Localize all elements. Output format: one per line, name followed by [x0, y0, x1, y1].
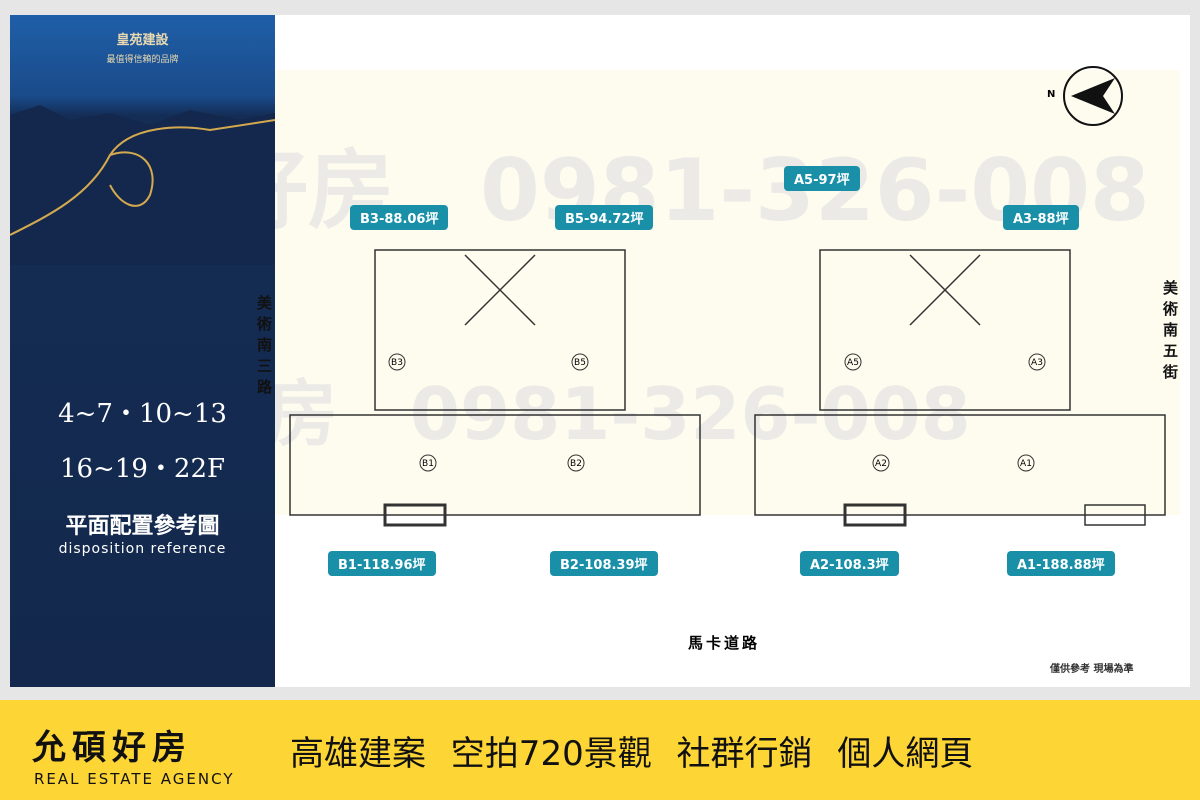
- sidebar-subtitle: disposition reference: [58, 541, 227, 557]
- floors-line-2: 16~19・22F: [59, 454, 226, 484]
- room-label: B1: [422, 459, 434, 469]
- room-label: A5: [847, 358, 859, 368]
- footer-banner: 允碩好房 REAL ESTATE AGENCY 高雄建案 空拍720景觀 社群行…: [0, 700, 1200, 800]
- room-label: A1: [1020, 459, 1032, 469]
- agency-subtitle: REAL ESTATE AGENCY: [34, 770, 235, 788]
- compass-icon: N: [1047, 66, 1123, 126]
- floor-plan-drawing: B3 B5 A5 A3 B1 B2 A2 A1: [289, 249, 1166, 527]
- street-right: 美術南五街: [1161, 280, 1179, 385]
- room-label: A2: [875, 459, 887, 469]
- sidebar-banner: 皇苑建設 最值得信賴的品牌 4~7・10~13 16~19・22F 平面配置參考…: [10, 15, 275, 687]
- sidebar-title: 平面配置參考圖: [65, 513, 220, 539]
- unit-tag-a3: A3-88坪: [1003, 205, 1079, 230]
- brand-name: 皇苑建設: [116, 33, 169, 48]
- unit-tag-a1: A1-188.88坪: [1007, 551, 1115, 576]
- unit-tag-b3: B3-88.06坪: [350, 205, 449, 230]
- plan-background: [275, 70, 1180, 515]
- room-label: A3: [1031, 358, 1043, 368]
- brand-slogan: 最值得信賴的品牌: [106, 55, 179, 65]
- hands-illustration: [10, 105, 275, 265]
- unit-tag-b5: B5-94.72坪: [555, 205, 654, 230]
- room-label: B3: [391, 358, 403, 368]
- compass-north-label: N: [1047, 89, 1056, 100]
- floors-line-1: 4~7・10~13: [58, 399, 227, 429]
- street-bottom: 馬卡道路: [688, 634, 761, 652]
- unit-tag-a5: A5-97坪: [784, 166, 860, 191]
- room-label: B2: [570, 459, 582, 469]
- unit-tag-b2: B2-108.39坪: [550, 551, 658, 576]
- room-label: B5: [574, 358, 586, 368]
- street-left: 美術南三路: [255, 295, 273, 400]
- agency-logo: 允碩好房: [32, 728, 192, 768]
- disclaimer: 僅供參考 現場為準: [1050, 664, 1134, 675]
- unit-tag-b1: B1-118.96坪: [328, 551, 436, 576]
- services-text: 高雄建案 空拍720景觀 社群行銷 個人網頁: [290, 734, 974, 774]
- unit-tag-a2: A2-108.3坪: [800, 551, 899, 576]
